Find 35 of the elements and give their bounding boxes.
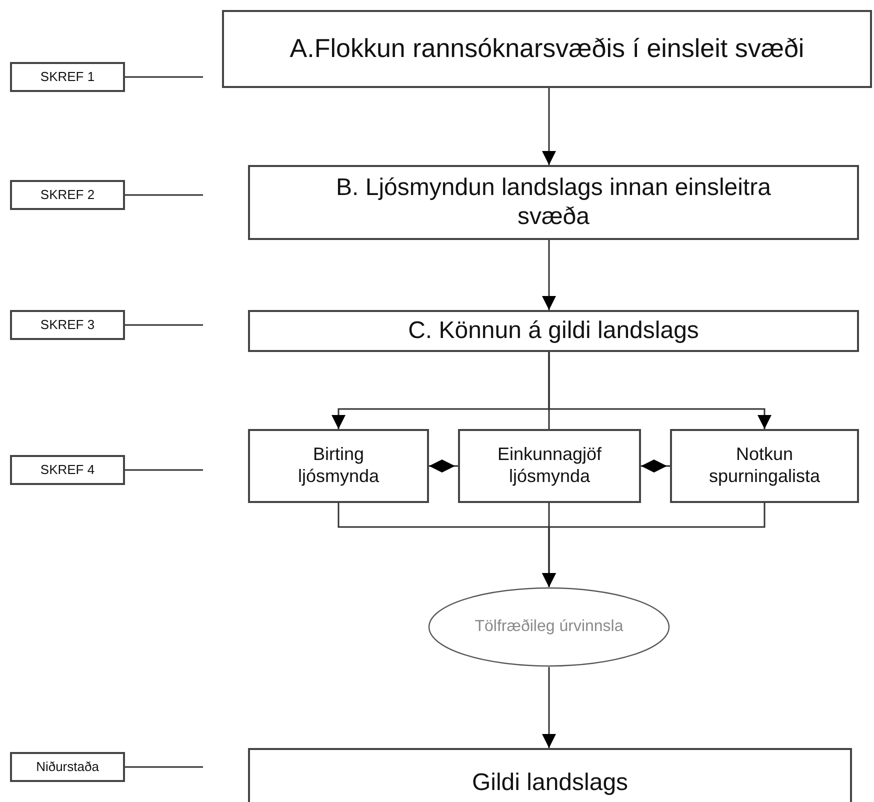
step-label-box (10, 752, 125, 782)
node-text: Notkun spurningalista (708, 444, 822, 488)
arrow (542, 88, 556, 165)
node-text: B. Ljósmyndun landslags innan einsleitra svæða (335, 174, 772, 232)
node-text: SKREF 3 (40, 317, 95, 333)
step-label-box (10, 310, 125, 340)
node-text: SKREF 1 (40, 69, 95, 85)
process-box (458, 429, 641, 503)
arrow (542, 667, 556, 748)
arrow (542, 503, 766, 587)
process-ellipse (428, 587, 670, 667)
process-box (222, 10, 872, 88)
step-label-box (10, 180, 125, 210)
node-text: Gildi landslags (472, 768, 628, 798)
arrow (542, 240, 556, 310)
connector-line (125, 76, 203, 78)
process-box (248, 429, 429, 503)
connector-line (125, 324, 203, 326)
node-text: Birting ljósmynda (296, 444, 380, 488)
connector-line (125, 766, 203, 768)
node-text: Niðurstaða (36, 759, 99, 775)
node-text: SKREF 2 (40, 187, 95, 203)
connector-line (125, 469, 203, 471)
step-label-box (10, 62, 125, 92)
process-box (248, 748, 852, 802)
process-box (248, 165, 859, 240)
node-text: Tölfræðileg úrvinnsla (474, 617, 624, 637)
process-box (670, 429, 859, 503)
node-text: A.Flokkun rannsóknarsvæðis í einsleit svæði (290, 33, 804, 65)
node-text: SKREF 4 (40, 462, 95, 478)
step-label-box (10, 455, 125, 485)
process-box (248, 310, 859, 352)
node-text: Einkunnagjöf ljósmynda (496, 444, 603, 488)
connector-line (125, 194, 203, 196)
node-text: C. Könnun á gildi landslags (408, 316, 699, 346)
